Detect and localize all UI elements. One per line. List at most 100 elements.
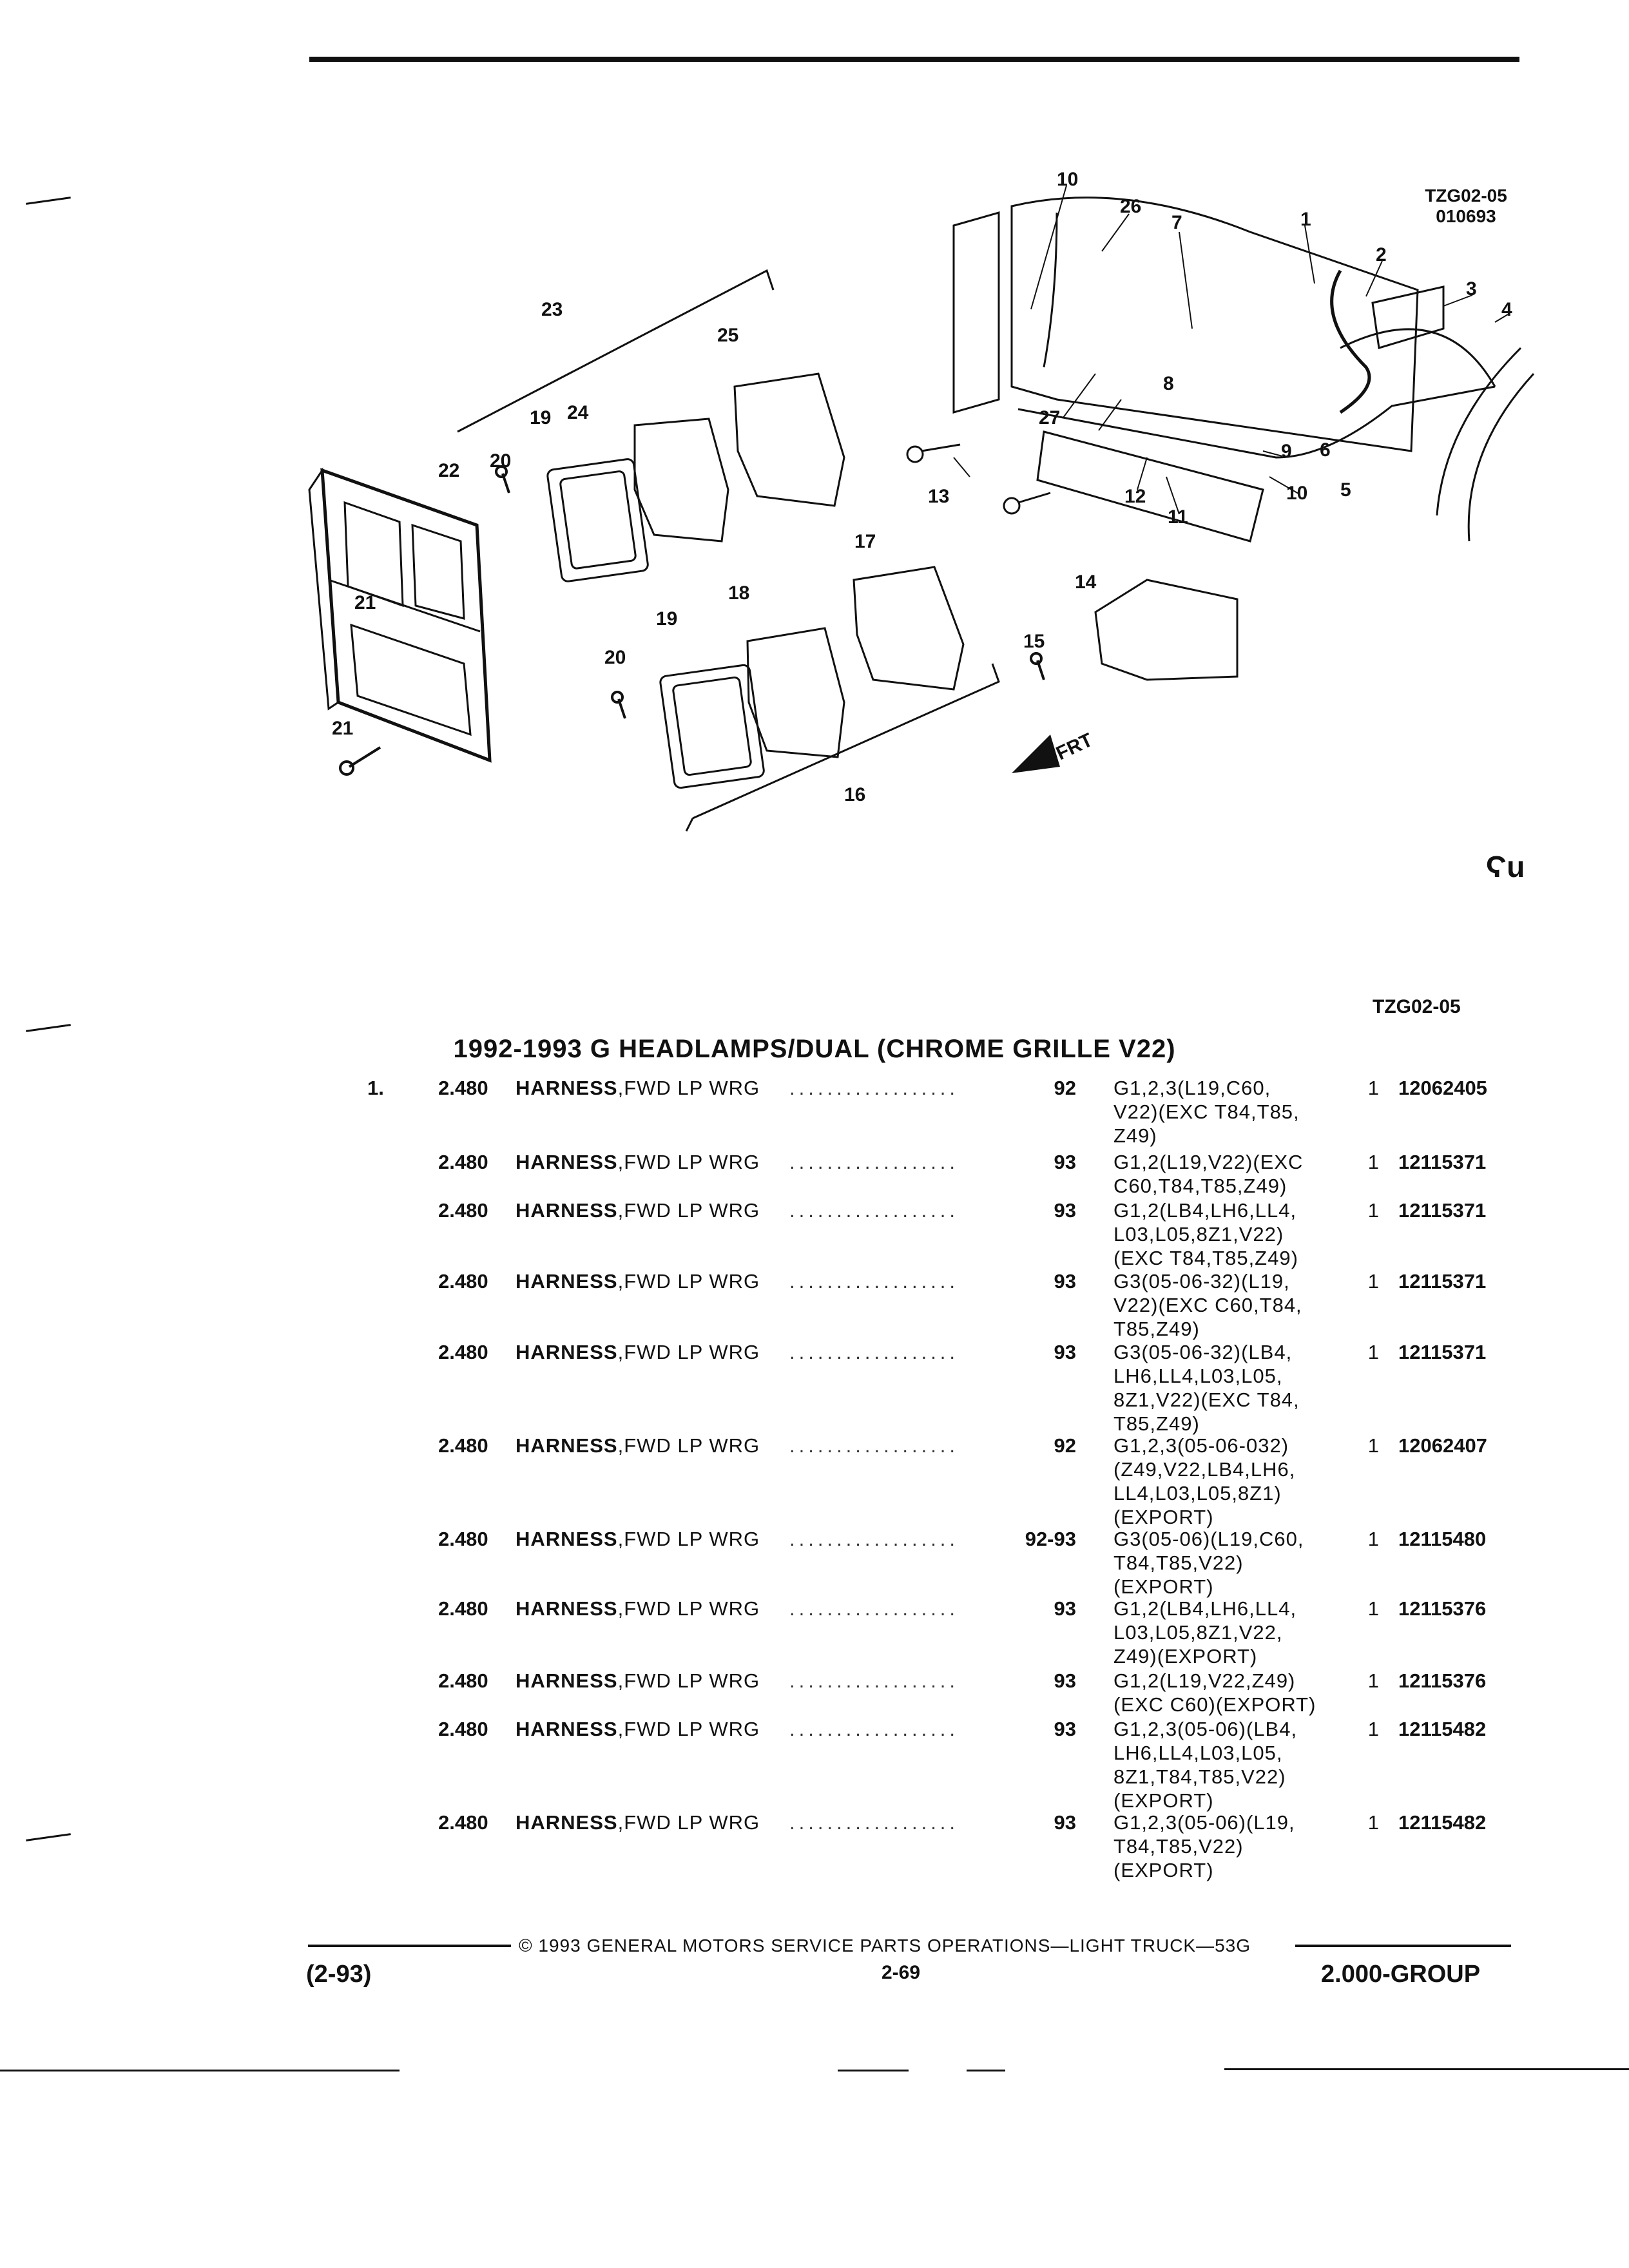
quantity: 1 bbox=[1367, 1669, 1379, 1692]
front-label: FRT bbox=[1053, 729, 1096, 765]
callout-10-lower: 10 bbox=[1286, 483, 1307, 504]
callout-20-upper: 20 bbox=[490, 450, 511, 472]
usage-codes: G1,2,3(05-06)(L19,T84,T85,V22)(EXPORT) bbox=[1113, 1811, 1352, 1882]
part-name: HARNESS,FWD LP WRG bbox=[516, 1528, 760, 1550]
model-year: 93 bbox=[1054, 1151, 1076, 1173]
usage-line: L03,L05,8Z1,V22) bbox=[1113, 1223, 1284, 1245]
part-name: HARNESS,FWD LP WRG bbox=[516, 1341, 760, 1363]
quantity: 1 bbox=[1367, 1199, 1379, 1222]
callout-25: 25 bbox=[717, 325, 738, 346]
section-figure-ref: TZG02-05 bbox=[1373, 996, 1461, 1017]
mount-bracket-lower bbox=[853, 566, 965, 691]
callout-16: 16 bbox=[844, 784, 865, 805]
usage-line: (EXPORT) bbox=[1113, 1789, 1214, 1812]
callout-20-lower: 20 bbox=[604, 647, 626, 668]
part-name: HARNESS,FWD LP WRG bbox=[516, 1811, 760, 1834]
part-name: HARNESS,FWD LP WRG bbox=[516, 1151, 760, 1173]
footer-rule-right bbox=[1295, 1945, 1511, 1947]
usage-line: T84,T85,V22) bbox=[1113, 1552, 1244, 1574]
usage-line: (EXPORT) bbox=[1113, 1506, 1214, 1528]
quantity: 1 bbox=[1367, 1811, 1379, 1834]
usage-line: V22)(EXC T84,T85, bbox=[1113, 1100, 1300, 1123]
model-year: 92 bbox=[1054, 1434, 1076, 1457]
part-number: 12062407 bbox=[1398, 1434, 1487, 1457]
callout-12: 12 bbox=[1124, 486, 1146, 507]
callout-8: 8 bbox=[1163, 373, 1174, 394]
figure-code-block: TZG02-05 010693 bbox=[1414, 186, 1518, 227]
group-number: 2.480 bbox=[438, 1718, 488, 1740]
group-number: 2.480 bbox=[438, 1077, 488, 1099]
section-title: 1992-1993 G HEADLAMPS/DUAL (CHROME GRILL… bbox=[453, 1035, 1176, 1063]
page-number: 2-69 bbox=[882, 1962, 921, 1983]
part-number: 12115371 bbox=[1398, 1199, 1487, 1222]
leader-dots: .................. bbox=[789, 1199, 959, 1222]
callout-13: 13 bbox=[928, 486, 949, 507]
headlamp-lower bbox=[746, 627, 845, 758]
part-number: 12115371 bbox=[1398, 1270, 1487, 1293]
usage-line: G1,2(LB4,LH6,LL4, bbox=[1113, 1199, 1297, 1222]
usage-line: G1,2(L19,V22,Z49) bbox=[1113, 1669, 1296, 1692]
leader-dots: .................. bbox=[789, 1151, 959, 1173]
usage-codes: G3(05-06-32)(L19,V22)(EXC C60,T84,T85,Z4… bbox=[1113, 1269, 1352, 1341]
quantity: 1 bbox=[1367, 1151, 1379, 1173]
callout-6: 6 bbox=[1320, 439, 1331, 461]
quantity: 1 bbox=[1367, 1270, 1379, 1293]
part-number: 12115371 bbox=[1398, 1151, 1487, 1173]
corner-symbol: Ϛu bbox=[1485, 850, 1525, 883]
screws bbox=[339, 465, 1045, 776]
quantity: 1 bbox=[1367, 1434, 1379, 1457]
usage-codes: G1,2(LB4,LH6,LL4,L03,L05,8Z1,V22)(EXC T8… bbox=[1113, 1198, 1352, 1270]
usage-codes: G3(05-06-32)(LB4,LH6,LL4,L03,L05,8Z1,V22… bbox=[1113, 1340, 1352, 1436]
callout-5: 5 bbox=[1340, 479, 1351, 501]
group-number: 2.480 bbox=[438, 1151, 488, 1173]
group-number: 2.480 bbox=[438, 1597, 488, 1620]
scan-line-3 bbox=[967, 2070, 1005, 2071]
group-number: 2.480 bbox=[438, 1669, 488, 1692]
figure-code: TZG02-05 bbox=[1425, 186, 1507, 206]
footer-rule-left bbox=[308, 1945, 511, 1947]
callout-10: 10 bbox=[1057, 169, 1078, 190]
park-turn-lamp bbox=[1094, 579, 1239, 681]
quantity: 1 bbox=[1367, 1528, 1379, 1550]
leader-dots: .................. bbox=[789, 1434, 959, 1457]
quantity: 1 bbox=[1367, 1597, 1379, 1620]
usage-line: G1,2,3(05-06)(L19, bbox=[1113, 1811, 1295, 1834]
usage-codes: G1,2(LB4,LH6,LL4,L03,L05,8Z1,V22,Z49)(EX… bbox=[1113, 1597, 1352, 1668]
quantity: 1 bbox=[1367, 1718, 1379, 1740]
callout-23: 23 bbox=[541, 299, 563, 320]
usage-line: G1,2,3(L19,C60, bbox=[1113, 1077, 1271, 1099]
callout-22: 22 bbox=[438, 460, 459, 481]
part-name: HARNESS,FWD LP WRG bbox=[516, 1434, 760, 1457]
callout-21-upper: 21 bbox=[354, 592, 376, 613]
part-number: 12115480 bbox=[1398, 1528, 1487, 1550]
margin-mark-3 bbox=[26, 1833, 71, 1841]
headlamp-upper bbox=[633, 418, 729, 543]
group-number: 2.480 bbox=[438, 1341, 488, 1363]
usage-codes: G1,2,3(05-06-032)(Z49,V22,LB4,LH6,LL4,L0… bbox=[1113, 1434, 1352, 1529]
usage-line: Z49)(EXPORT) bbox=[1113, 1645, 1258, 1667]
callout-18: 18 bbox=[728, 582, 749, 604]
usage-line: G3(05-06-32)(LB4, bbox=[1113, 1341, 1293, 1363]
callout-19-lower: 19 bbox=[656, 608, 677, 629]
callout-19-upper: 19 bbox=[530, 407, 551, 428]
usage-line: 8Z1,V22)(EXC T84, bbox=[1113, 1389, 1300, 1411]
usage-line: (Z49,V22,LB4,LH6, bbox=[1113, 1458, 1296, 1481]
part-number: 12115376 bbox=[1398, 1669, 1487, 1692]
scan-line-1 bbox=[0, 2070, 400, 2071]
scan-line-2 bbox=[838, 2070, 909, 2071]
part-number: 12115371 bbox=[1398, 1341, 1487, 1363]
callout-27: 27 bbox=[1039, 407, 1060, 428]
leader-dots: .................. bbox=[789, 1597, 959, 1620]
usage-codes: G1,2,3(L19,C60,V22)(EXC T84,T85,Z49) bbox=[1113, 1076, 1352, 1148]
top-rule bbox=[309, 57, 1519, 62]
model-year: 93 bbox=[1054, 1718, 1076, 1740]
model-year: 92 bbox=[1054, 1077, 1076, 1099]
mount-bracket-upper bbox=[733, 372, 845, 507]
usage-line: C60,T84,T85,Z49) bbox=[1113, 1175, 1287, 1197]
footer-copyright: © 1993 GENERAL MOTORS SERVICE PARTS OPER… bbox=[519, 1936, 1251, 1956]
part-number: 12115482 bbox=[1398, 1811, 1487, 1834]
callout-4: 4 bbox=[1501, 299, 1512, 320]
callout-14: 14 bbox=[1075, 572, 1097, 593]
callout-1: 1 bbox=[1300, 209, 1311, 230]
usage-line: G3(05-06)(L19,C60, bbox=[1113, 1528, 1304, 1550]
